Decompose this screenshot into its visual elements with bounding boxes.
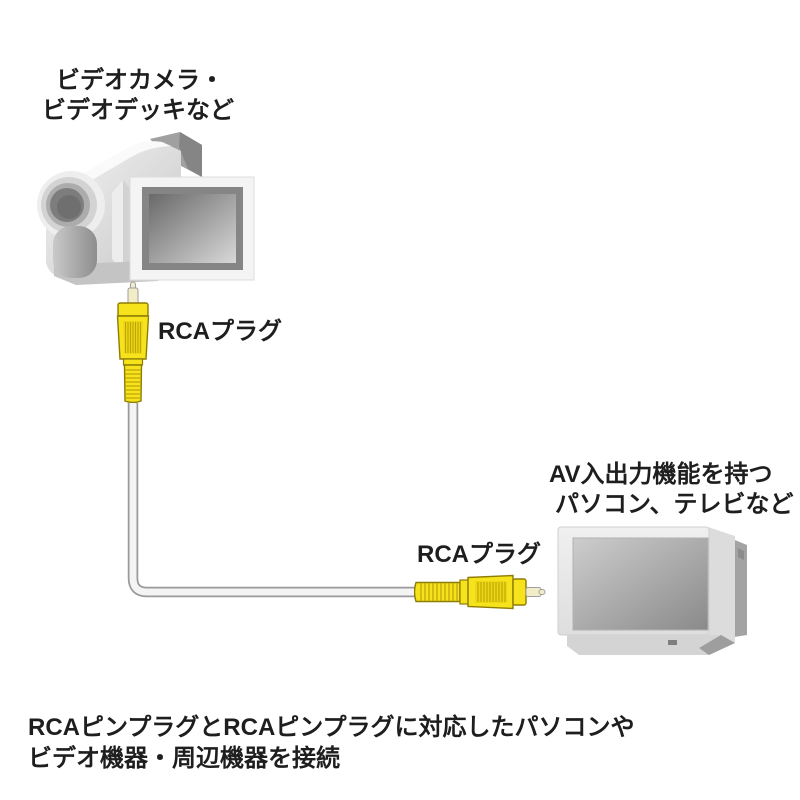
caption-line2: ビデオ機器・周辺機器を接続	[28, 745, 340, 772]
target-device-label: AV入出力機能を持つ パソコン、テレビなど	[549, 460, 794, 520]
source-device-label-line2: ビデオデッキなど	[42, 97, 234, 124]
caption-line1: RCAピンプラグとRCAピンプラグに対応したパソコンや	[28, 714, 635, 741]
rca-plug-top-icon	[116, 281, 150, 404]
source-device-label: ビデオカメラ・ ビデオデッキなど	[42, 66, 234, 126]
target-device-label-line1: AV入出力機能を持つ	[549, 461, 773, 488]
caption: RCAピンプラグとRCAピンプラグに対応したパソコンや ビデオ機器・周辺機器を接…	[28, 712, 635, 774]
video-camera-icon	[37, 132, 255, 285]
rca-plug-bottom-icon	[414, 574, 546, 610]
cable-line	[127, 403, 422, 598]
target-device-label-line2: パソコン、テレビなど	[555, 491, 794, 518]
source-device-label-line1: ビデオカメラ・	[56, 67, 224, 94]
tv-icon	[557, 526, 747, 655]
rca-plug-label-bottom: RCAプラグ	[417, 541, 541, 568]
rca-plug-label-top: RCAプラグ	[158, 318, 282, 345]
